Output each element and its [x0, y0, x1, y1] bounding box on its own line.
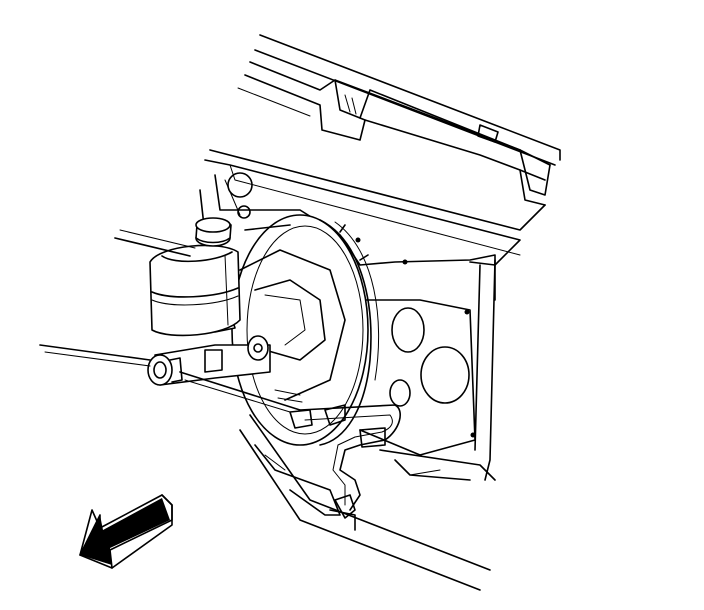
front-direction-arrow-icon [79, 494, 173, 569]
reservoir-cap [195, 217, 232, 247]
vacuum-brake-booster [231, 214, 380, 446]
bulkhead-panel [199, 172, 496, 481]
lower-panel [239, 414, 496, 591]
bulkhead-hole-large [420, 346, 470, 404]
bulkhead-hole-small [389, 379, 411, 407]
brake-lines [274, 389, 401, 519]
bulkhead-hole-upper [391, 307, 425, 353]
cowl-panel [204, 34, 561, 266]
pushrod-lines [39, 229, 301, 413]
brake-fluid-reservoir [149, 244, 241, 337]
